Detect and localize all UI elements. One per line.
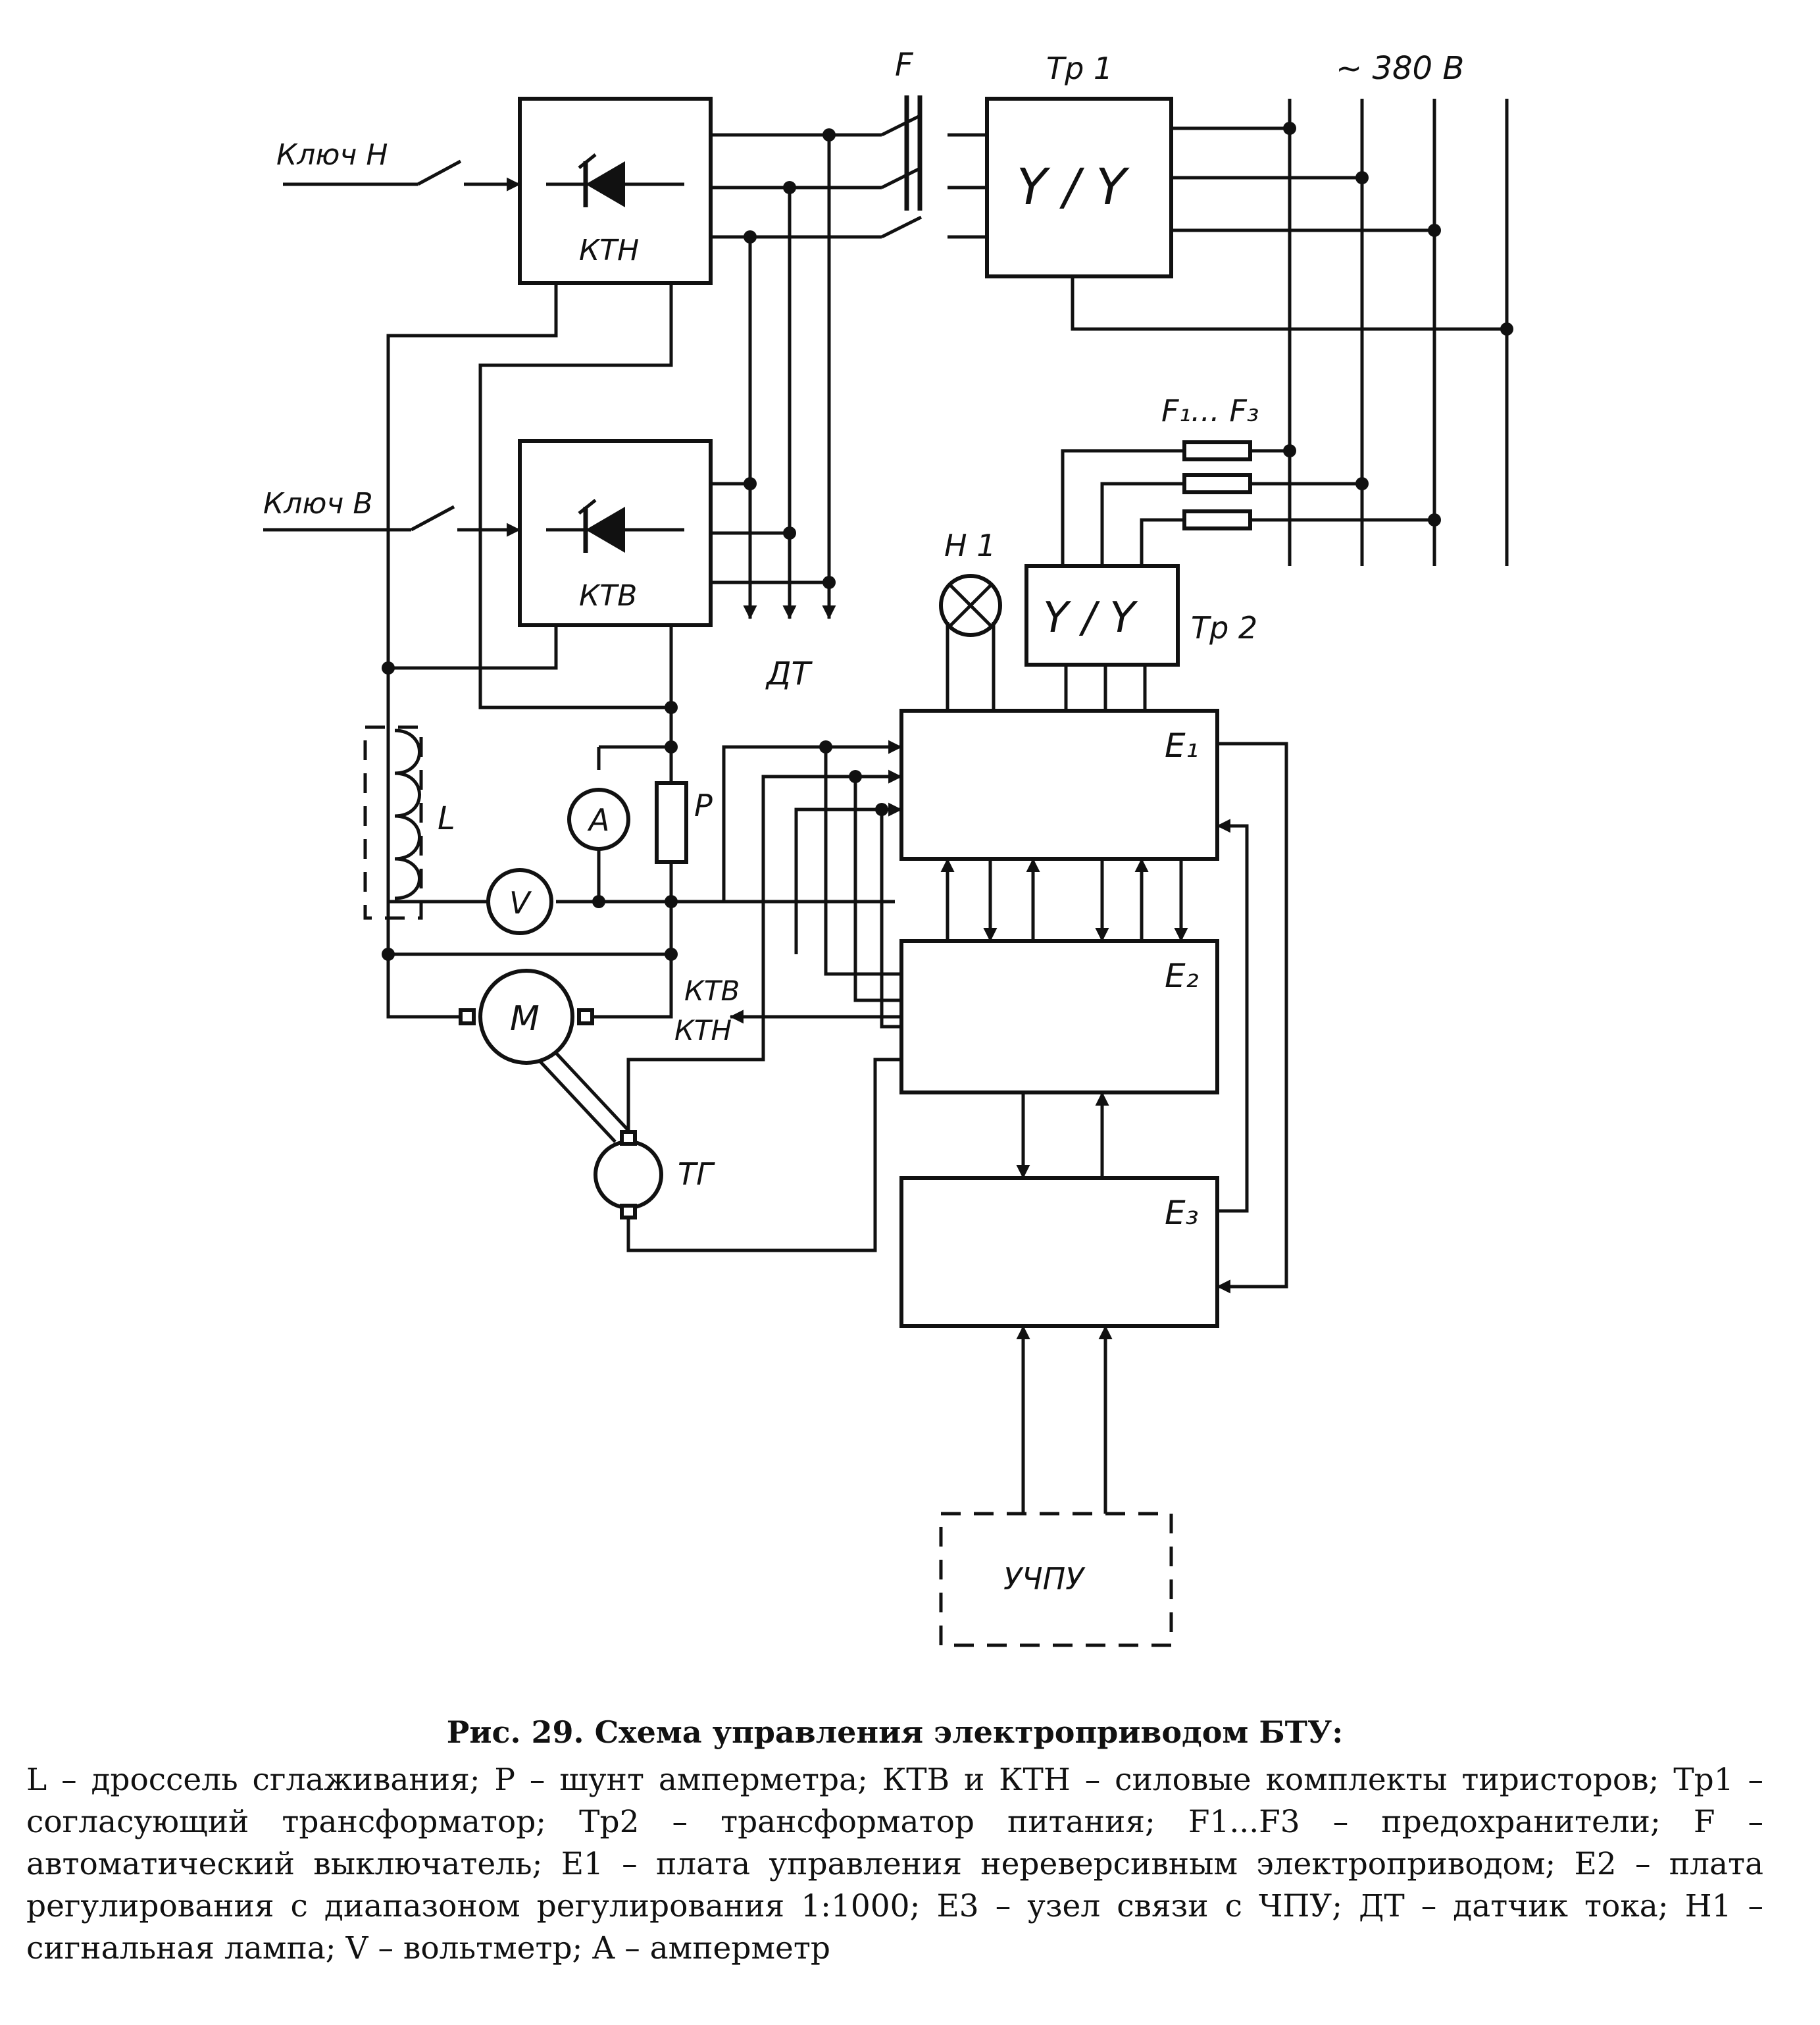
fuse-f2 (1182, 473, 1252, 494)
control-circuit-diagram: ~ 380 В Y / Y Тр 1 F КТН Ключ (263, 47, 1513, 1647)
key-n-label: Ключ Н (276, 138, 388, 172)
board-e2 (899, 939, 1219, 1094)
shunt-p-label: Р (694, 788, 713, 823)
figure-caption: Рис. 29. Схема управления электроприводо… (26, 1714, 1763, 1970)
motor-m (478, 969, 574, 1065)
transformer-tr2 (1024, 564, 1180, 667)
thyristor-ktv-icon (546, 499, 684, 553)
mains-voltage-label: ~ 380 В (1336, 50, 1464, 87)
tachogenerator-tg (594, 1140, 663, 1210)
fuse-f3 (1182, 509, 1252, 530)
e1-inputs (722, 740, 903, 1029)
mains-bus (1288, 99, 1509, 566)
thyristor-ktn-icon (546, 153, 684, 207)
tachogenerator-tg-label: ТГ (678, 1156, 715, 1192)
ammeter-a-label: А (587, 802, 609, 838)
choke-l-coil (394, 729, 421, 900)
e2-e3-links (1016, 742, 1288, 1294)
cnc-device-uchpu (939, 1512, 1173, 1647)
caption-title: Рис. 29. Схема управления электроприводо… (446, 1714, 1344, 1750)
transformer-tr2-symbol: Y / Y (1043, 594, 1138, 642)
lamp-h1-label: Н 1 (944, 528, 996, 563)
choke-l-label: L (438, 800, 455, 837)
key-v-label: Ключ В (263, 487, 373, 521)
transformer-tr1 (985, 97, 1173, 278)
transformer-tr2-label: Тр 2 (1191, 610, 1257, 646)
current-sensor-dt-label: ДТ (765, 655, 813, 692)
breaker-f-label: F (895, 47, 914, 84)
fuse-f1 (1182, 440, 1252, 461)
motor-m-label: М (510, 999, 540, 1038)
motor-shaft (538, 1060, 617, 1143)
caption-text: L – дроссель сглаживания; P – шунт ампер… (26, 1762, 1763, 1966)
transformer-tr1-label: Тр 1 (1046, 51, 1113, 86)
fuses-label: F₁... F₃ (1161, 393, 1259, 428)
tr1-secondary-wires (1071, 122, 1513, 336)
board-e1-label: E₁ (1165, 727, 1199, 765)
board-e3-label: E₃ (1165, 1194, 1199, 1232)
ktn-label: КТН (579, 234, 639, 267)
tr2-wires (1061, 440, 1441, 711)
uchpu-label: УЧПУ (1003, 1561, 1086, 1597)
board-e1 (899, 709, 1219, 861)
dc-wiring (382, 283, 895, 1019)
board-e2-label: E₂ (1165, 957, 1199, 995)
ktv-signal-label: КТВ (684, 975, 740, 1007)
board-e3 (899, 1176, 1219, 1328)
voltmeter-v (486, 868, 553, 935)
e1-e2-links (940, 858, 1188, 942)
voltmeter-v-label: V (509, 885, 532, 921)
shunt-p (655, 781, 688, 864)
ac-phase-lines (711, 128, 836, 620)
ktv-label: КТВ (579, 579, 637, 613)
circuit-breaker-f (711, 95, 987, 239)
ktn-signal-label: КТН (674, 1014, 732, 1046)
choke-l-frame (363, 725, 423, 920)
transformer-tr1-symbol: Y / Y (1017, 157, 1130, 216)
